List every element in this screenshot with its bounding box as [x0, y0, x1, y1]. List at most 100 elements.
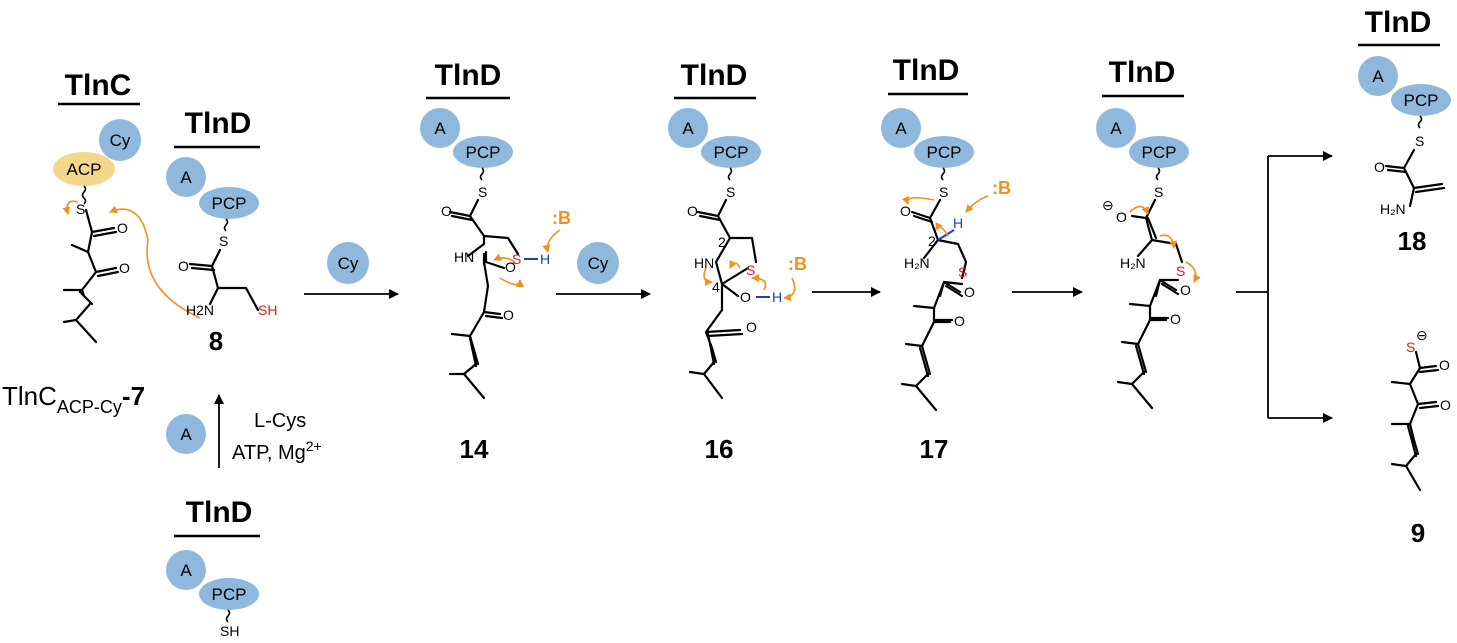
backbone-9 — [1390, 350, 1440, 492]
backbone-17 — [900, 198, 968, 412]
base: :B — [552, 208, 571, 228]
atom-s: S — [1415, 133, 1424, 149]
label-4: 4 — [712, 279, 720, 295]
atom-sh: SH — [258, 302, 277, 318]
title-tlnc: TlnC — [65, 69, 132, 102]
compound-8: 8 — [209, 326, 223, 356]
reagent-line1: L-Cys — [254, 410, 306, 432]
pcp-domain — [453, 136, 513, 168]
curly-arrow — [729, 259, 741, 269]
compound-17: 17 — [920, 434, 949, 464]
title-tlnd-8: TlnD — [185, 107, 252, 140]
compound-14: 14 — [460, 434, 489, 464]
charge-minus: ⊖ — [1102, 197, 1114, 213]
panel-16: TlnD A PCP S O 2 HN S 4 O H O :B 16 — [668, 59, 807, 464]
atom-h2n: H₂N — [904, 255, 930, 271]
a-domain — [166, 157, 206, 197]
atom-o: O — [964, 284, 975, 300]
wavy-linker — [225, 609, 231, 623]
n-bond — [208, 286, 220, 306]
atom-hn: HN — [694, 255, 714, 271]
acp-domain — [53, 152, 115, 186]
pcp-label: PCP — [927, 143, 962, 162]
atom-o: O — [1440, 397, 1451, 413]
panel-9: S ⊖ O O 9 — [1390, 327, 1451, 548]
compound-7: TlnCACP-Cy-7 — [2, 381, 145, 417]
a-domain — [1358, 56, 1398, 96]
base: :B — [992, 178, 1011, 198]
title-tlnd-14: TlnD — [435, 59, 502, 92]
atom-o: O — [746, 319, 757, 335]
title-tlnd-bottom: TlnD — [186, 496, 253, 529]
atom-s: S — [939, 184, 948, 200]
wavy-linker — [479, 167, 485, 181]
curly-arrow — [935, 221, 949, 237]
atom-o: O — [1170, 311, 1181, 327]
wavy-linker — [223, 218, 229, 232]
a-label: A — [180, 561, 192, 580]
panel-18: TlnD A PCP S O H₂N 18 — [1358, 6, 1451, 256]
acp-label: ACP — [67, 160, 102, 179]
reagent-sup: 2+ — [306, 438, 322, 454]
atom-o: O — [900, 203, 911, 219]
a-label: A — [895, 119, 907, 138]
reagent-line2: ATP, Mg2+ — [232, 438, 322, 464]
atom-hn: HN — [454, 249, 474, 265]
c7-suffix: -7 — [122, 381, 145, 411]
compound-16: 16 — [705, 434, 734, 464]
curly-arrow — [542, 229, 561, 253]
atom-o: O — [740, 289, 751, 305]
title-tlnd-17: TlnD — [893, 54, 960, 87]
atom-s-red: S — [512, 251, 521, 267]
a-label: A — [1110, 119, 1122, 138]
curly-arrow — [965, 195, 989, 213]
panel-intermediate: TlnD A PCP S O ⊖ H₂N S O O — [1096, 56, 1201, 410]
atom-o-minus: O — [1116, 209, 1127, 225]
panel-14: TlnD A PCP S O HN O O S H :B 14 — [420, 59, 571, 464]
atom-h2n: H₂N — [1120, 255, 1146, 271]
pcp-label: PCP — [1142, 143, 1177, 162]
atom-s: S — [1154, 184, 1163, 200]
atom-sh: SH — [220, 623, 239, 639]
a-label: A — [180, 168, 192, 187]
atom-s-red: S — [1406, 339, 1415, 355]
pcp-label: PCP — [212, 194, 247, 213]
curly-arrow — [493, 253, 516, 263]
pcp-domain — [701, 136, 761, 168]
a-label: A — [1372, 67, 1384, 86]
title-tlnd-intermediate: TlnD — [1109, 56, 1176, 89]
panel-tlnd-8: TlnD A PCP S O H2N SH 8 — [166, 107, 277, 356]
wavy-linker — [1155, 167, 1161, 181]
pcp-domain — [1129, 136, 1189, 168]
c7-sub: ACP-Cy — [57, 397, 122, 417]
wavy-linker — [1417, 115, 1423, 129]
cy-label: Cy — [338, 254, 359, 273]
compound-18: 18 — [1398, 226, 1427, 256]
curly-arrow — [1129, 205, 1149, 215]
atom-s: S — [76, 201, 85, 217]
cy-catalyst-2 — [577, 242, 619, 284]
pcp-label: PCP — [714, 143, 749, 162]
curly-arrow — [1159, 234, 1178, 249]
atom-o2: O — [119, 260, 130, 276]
base: :B — [788, 254, 807, 274]
atom-o: O — [1374, 159, 1385, 175]
a-domain — [668, 108, 708, 148]
title-tlnd-18: TlnD — [1365, 6, 1432, 39]
pcp-label: PCP — [466, 143, 501, 162]
atom-o: O — [178, 258, 189, 274]
curly-arrow — [499, 277, 524, 288]
compound-9: 9 — [1411, 518, 1425, 548]
curly-arrow — [703, 267, 713, 286]
pcp-domain — [199, 578, 259, 610]
atom-s-red: S — [958, 264, 967, 280]
curly-arrow — [1185, 261, 1201, 283]
atom-h-blue: H — [953, 215, 963, 231]
cy-label: Cy — [110, 131, 131, 150]
atom-h-blue: H — [772, 289, 782, 305]
cys-chain — [188, 248, 260, 312]
curly-arrow — [901, 196, 935, 205]
reagent-prefix: ATP, Mg — [232, 442, 306, 464]
wavy-linker — [940, 167, 946, 181]
